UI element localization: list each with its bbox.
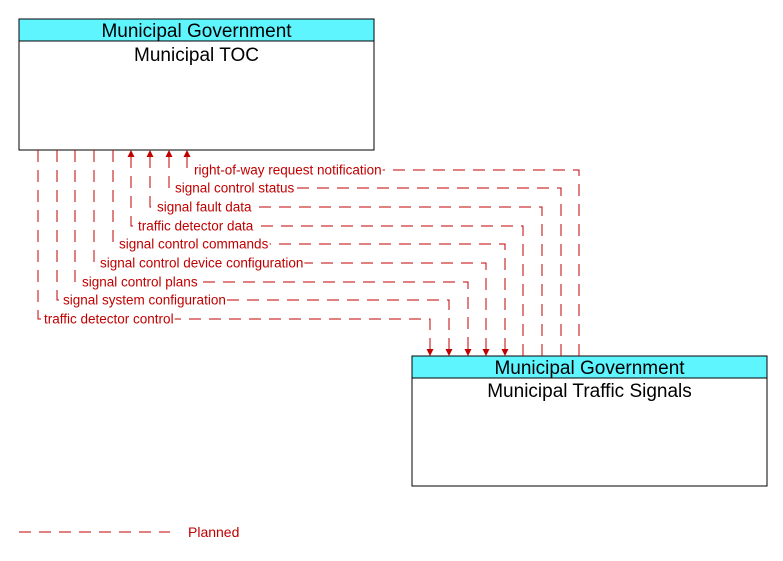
flow-label-background bbox=[174, 186, 296, 190]
flow-6[interactable]: signal control plans bbox=[74, 150, 472, 356]
flow-3[interactable]: traffic detector data bbox=[127, 150, 524, 356]
flow-label: traffic detector data bbox=[138, 219, 254, 234]
flow-label: signal control device configuration bbox=[100, 256, 303, 271]
flow-8[interactable]: traffic detector control bbox=[37, 150, 434, 356]
flow-line bbox=[165, 150, 562, 356]
flow-label-background bbox=[81, 280, 199, 284]
flow-label-background bbox=[193, 168, 383, 172]
toc-box[interactable]: Municipal Government Municipal TOC bbox=[18, 18, 375, 151]
flow-line bbox=[146, 150, 543, 356]
flow-4[interactable]: signal control commands bbox=[112, 150, 509, 356]
flow-label: signal control status bbox=[175, 181, 295, 196]
toc-box-title: Municipal TOC bbox=[134, 45, 259, 66]
toc-box-header: Municipal Government bbox=[101, 21, 292, 42]
flow-label: signal fault data bbox=[157, 200, 252, 215]
toc-box-header-band bbox=[18, 18, 375, 42]
signals-box-header: Municipal Government bbox=[494, 358, 685, 379]
signals-box-title: Municipal Traffic Signals bbox=[487, 381, 692, 402]
flow-label-background bbox=[43, 317, 175, 321]
legend: Planned bbox=[19, 524, 239, 540]
legend-planned-label: Planned bbox=[188, 524, 239, 540]
flow-label: signal control commands bbox=[119, 237, 269, 252]
flow-label: signal control plans bbox=[82, 275, 198, 290]
flow-label-background bbox=[99, 261, 305, 265]
flow-label-background bbox=[118, 242, 270, 246]
flow-line bbox=[74, 150, 472, 356]
flow-line bbox=[37, 150, 434, 356]
flow-1[interactable]: signal control status bbox=[165, 150, 562, 356]
flow-label: signal system configuration bbox=[63, 293, 226, 308]
flow-label-background bbox=[62, 298, 227, 302]
flow-line bbox=[183, 150, 580, 356]
flow-line bbox=[127, 150, 524, 356]
flow-label: right-of-way request notification bbox=[194, 163, 382, 178]
signals-box-header-band bbox=[411, 355, 768, 379]
flow-line bbox=[112, 150, 509, 356]
flow-2[interactable]: signal fault data bbox=[146, 150, 543, 356]
flow-5[interactable]: signal control device configuration bbox=[93, 150, 490, 356]
flow-label-background bbox=[156, 205, 254, 209]
information-flows: right-of-way request notification signal … bbox=[37, 150, 580, 356]
flow-label-background bbox=[137, 224, 255, 228]
flow-7[interactable]: signal system configuration bbox=[56, 150, 453, 356]
flow-0[interactable]: right-of-way request notification bbox=[183, 150, 580, 356]
flow-line bbox=[56, 150, 453, 356]
flow-label: traffic detector control bbox=[44, 312, 174, 327]
signals-box[interactable]: Municipal Government Municipal Traffic S… bbox=[411, 355, 768, 487]
